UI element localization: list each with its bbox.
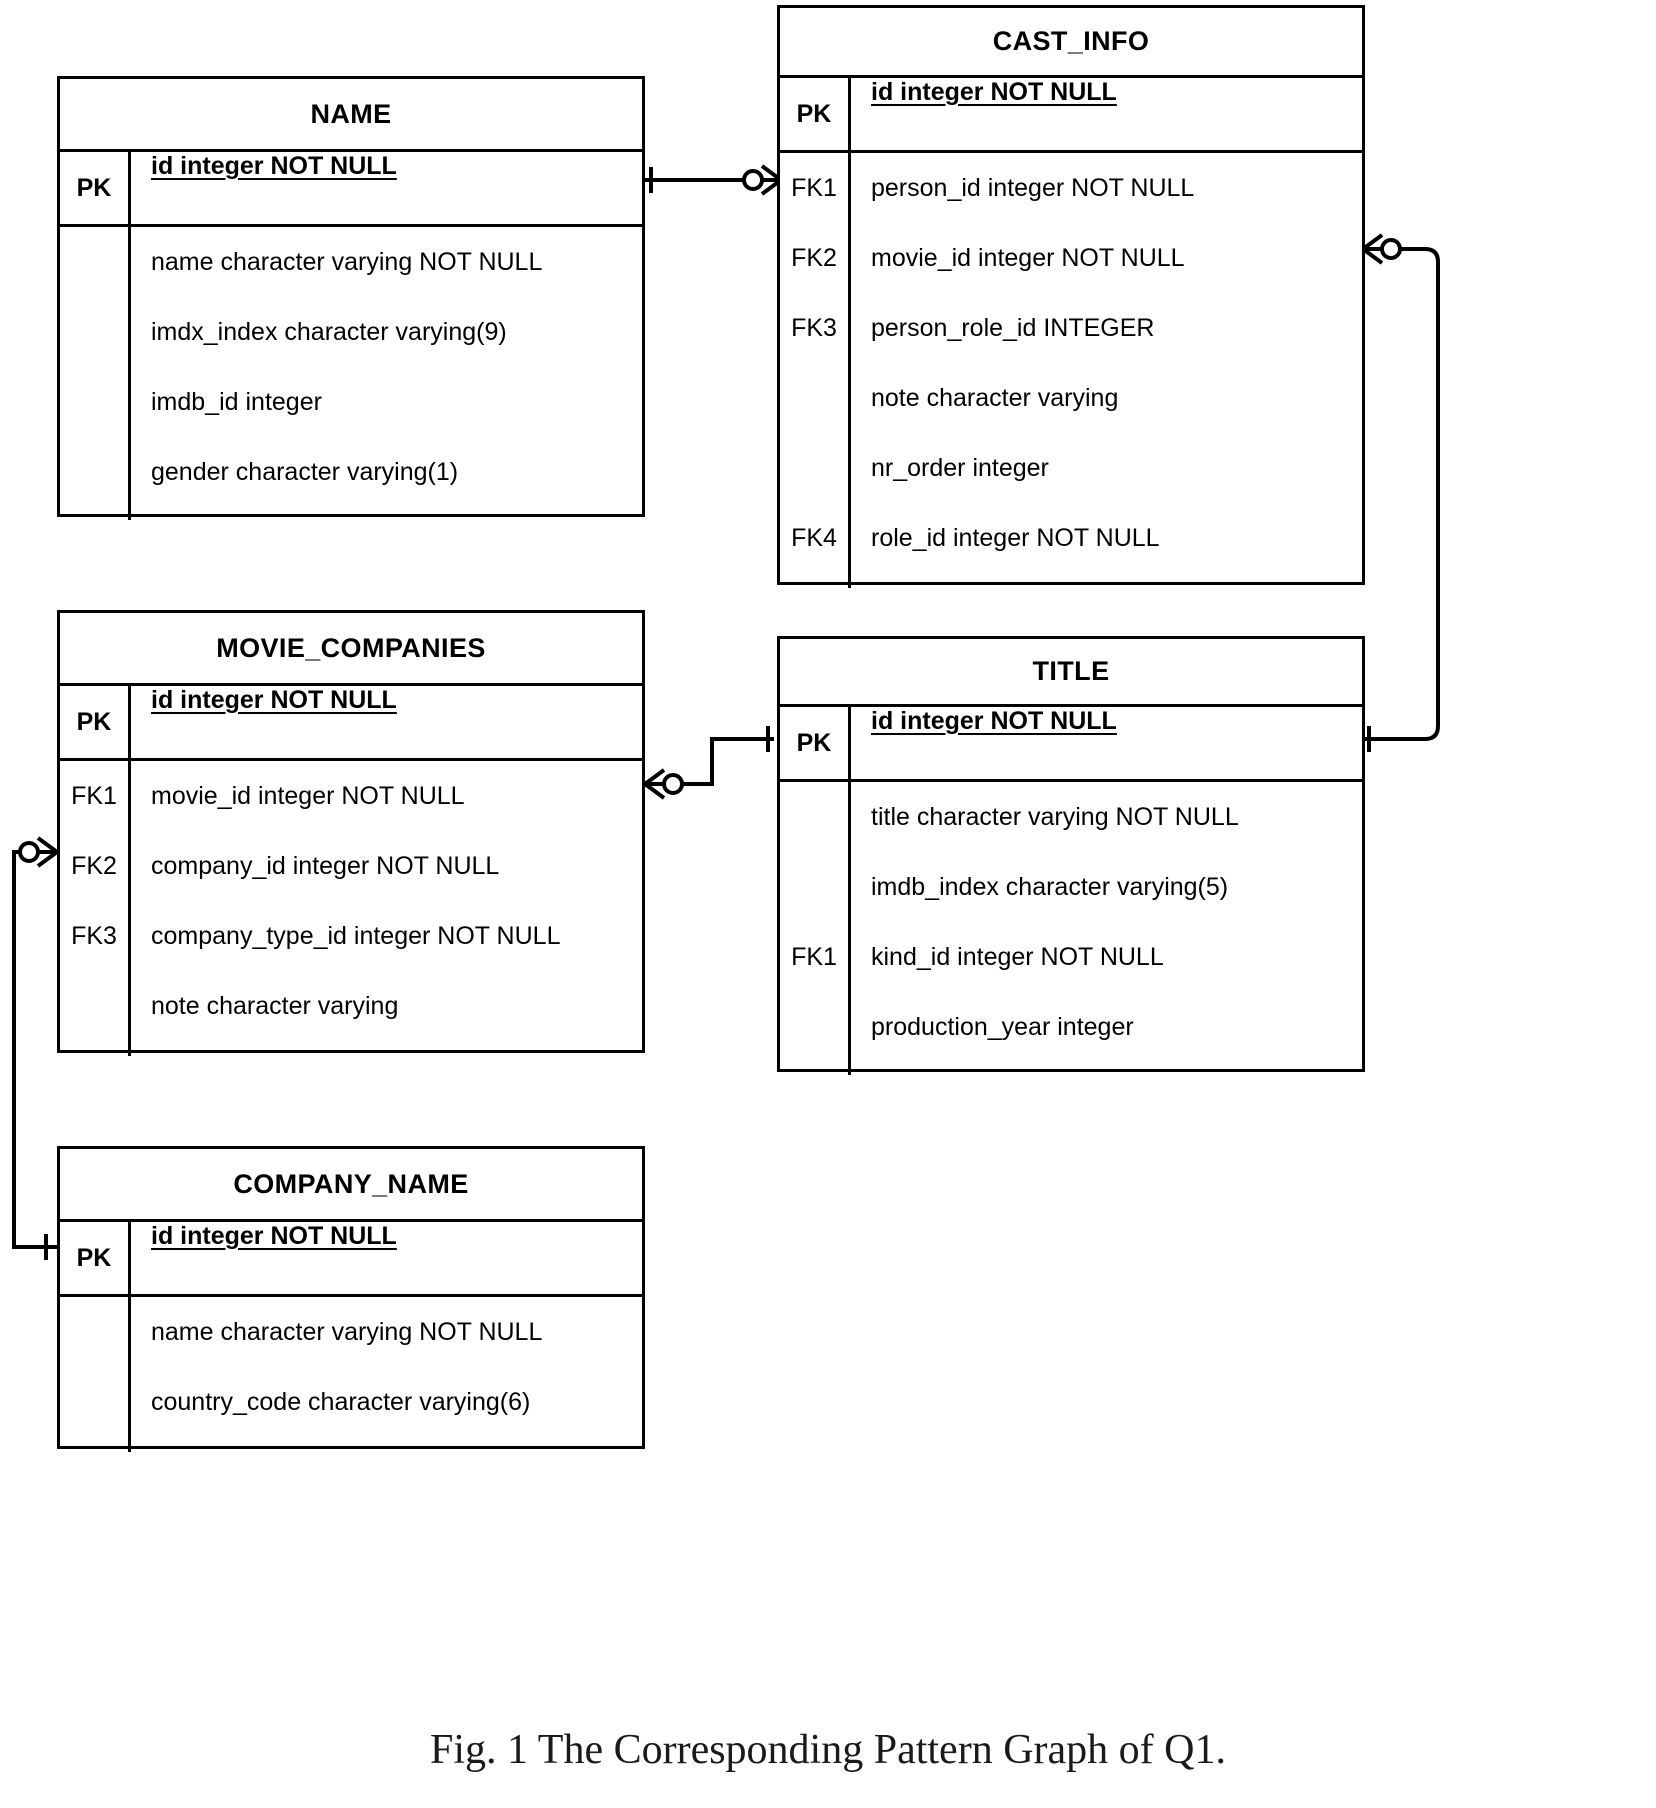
entity-cast-info-attributes: FK1 FK2 FK3 FK4 person_id integer NOT NU… xyxy=(780,150,1362,588)
attribute-row: name character varying NOT NULL xyxy=(151,1317,543,1346)
pk-attribute: id integer NOT NULL xyxy=(151,686,397,714)
attribute-column: name character varying NOT NULL imdx_ind… xyxy=(128,227,642,520)
pk-label: PK xyxy=(76,1243,112,1272)
attribute-row: person_role_id INTEGER xyxy=(871,313,1155,342)
attribute-row: imdb_index character varying(5) xyxy=(871,872,1229,901)
attribute-row: person_id integer NOT NULL xyxy=(871,173,1195,202)
attribute-row: company_id integer NOT NULL xyxy=(151,851,500,880)
key-cell: FK3 xyxy=(71,921,117,950)
key-column: FK1 xyxy=(780,782,848,1075)
connector-company-name-movie-companies xyxy=(12,836,59,1260)
key-cell xyxy=(60,367,128,437)
attribute-row: movie_id integer NOT NULL xyxy=(151,781,465,810)
entity-cast-info[interactable]: CAST_INFO PK id integer NOT NULL FK1 FK2… xyxy=(777,5,1365,588)
entity-company-name-pk-row: PK id integer NOT NULL xyxy=(60,1219,642,1294)
key-column: FK1 FK2 FK3 FK4 xyxy=(780,153,848,588)
figure-caption: Fig. 1 The Corresponding Pattern Graph o… xyxy=(430,1727,1226,1773)
key-cell: FK2 xyxy=(71,851,117,880)
entity-movie-companies-pk-row: PK id integer NOT NULL xyxy=(60,683,642,758)
entity-movie-companies-title: MOVIE_COMPANIES xyxy=(216,632,486,663)
pk-label: PK xyxy=(76,707,112,736)
connector-name-cast-info xyxy=(645,164,783,196)
key-cell: FK1 xyxy=(791,942,837,971)
connector-title-cast-info xyxy=(1361,233,1440,752)
entity-title-attributes: FK1 title character varying NOT NULL imd… xyxy=(780,779,1362,1075)
key-cell xyxy=(60,437,128,507)
attribute-row: title character varying NOT NULL xyxy=(871,802,1239,831)
entity-title-title: TITLE xyxy=(1032,656,1110,686)
attribute-row: imdx_index character varying(9) xyxy=(151,317,507,346)
attribute-column: movie_id integer NOT NULL company_id int… xyxy=(128,761,642,1056)
entity-title[interactable]: TITLE PK id integer NOT NULL FK1 title c… xyxy=(777,636,1365,1075)
pk-label: PK xyxy=(76,173,112,202)
entity-name-pk-row: PK id integer NOT NULL xyxy=(60,149,642,224)
column-divider xyxy=(848,707,851,779)
key-cell xyxy=(60,1297,128,1367)
attribute-column: person_id integer NOT NULL movie_id inte… xyxy=(848,153,1362,588)
key-cell xyxy=(780,992,848,1062)
entity-name[interactable]: NAME PK id integer NOT NULL name charact… xyxy=(57,76,645,520)
key-cell: FK4 xyxy=(791,523,837,552)
attribute-row: gender character varying(1) xyxy=(151,457,459,486)
key-column xyxy=(60,227,128,520)
column-divider xyxy=(128,686,131,758)
attribute-row: company_type_id integer NOT NULL xyxy=(151,921,561,950)
key-cell: FK1 xyxy=(71,781,117,810)
attribute-row: kind_id integer NOT NULL xyxy=(871,942,1164,971)
attribute-row: note character varying xyxy=(151,991,399,1020)
attribute-row: name character varying NOT NULL xyxy=(151,247,543,276)
attribute-row: production_year integer xyxy=(871,1012,1134,1041)
key-cell xyxy=(780,852,848,922)
column-divider xyxy=(128,1222,131,1294)
pk-attribute: id integer NOT NULL xyxy=(151,152,397,180)
key-column xyxy=(60,1297,128,1452)
attribute-column: title character varying NOT NULL imdb_in… xyxy=(848,782,1362,1075)
key-cell xyxy=(780,363,848,433)
pk-label: PK xyxy=(796,99,832,128)
key-cell xyxy=(60,1367,128,1437)
attribute-row: imdb_id integer xyxy=(151,387,322,416)
entity-name-attributes: name character varying NOT NULL imdx_ind… xyxy=(60,224,642,520)
entity-cast-info-pk-row: PK id integer NOT NULL xyxy=(780,75,1362,150)
entity-name-title: NAME xyxy=(310,98,392,129)
connector-title-movie-companies xyxy=(643,726,774,800)
key-cell xyxy=(60,227,128,297)
entity-company-name-attributes: name character varying NOT NULL country_… xyxy=(60,1294,642,1452)
column-divider xyxy=(128,152,131,224)
key-cell: FK1 xyxy=(791,173,837,202)
pk-label: PK xyxy=(796,728,832,757)
entity-company-name[interactable]: COMPANY_NAME PK id integer NOT NULL name… xyxy=(57,1146,645,1452)
attribute-column: name character varying NOT NULL country_… xyxy=(128,1297,642,1452)
pk-attribute: id integer NOT NULL xyxy=(871,707,1117,735)
attribute-row: note character varying xyxy=(871,383,1119,412)
attribute-row: role_id integer NOT NULL xyxy=(871,523,1160,552)
attribute-row: country_code character varying(6) xyxy=(151,1387,531,1416)
pk-attribute: id integer NOT NULL xyxy=(151,1222,397,1250)
key-cell xyxy=(60,297,128,367)
attribute-row: nr_order integer xyxy=(871,453,1049,482)
entity-movie-companies-attributes: FK1 FK2 FK3 movie_id integer NOT NULL co… xyxy=(60,758,642,1056)
key-cell xyxy=(60,971,128,1041)
pk-attribute: id integer NOT NULL xyxy=(871,78,1117,106)
key-cell xyxy=(780,433,848,503)
entity-title-pk-row: PK id integer NOT NULL xyxy=(780,704,1362,779)
entity-movie-companies[interactable]: MOVIE_COMPANIES PK id integer NOT NULL F… xyxy=(57,610,645,1056)
key-cell xyxy=(780,782,848,852)
entity-company-name-title: COMPANY_NAME xyxy=(233,1168,469,1199)
key-column: FK1 FK2 FK3 xyxy=(60,761,128,1056)
column-divider xyxy=(848,78,851,150)
key-cell: FK3 xyxy=(791,313,837,342)
attribute-row: movie_id integer NOT NULL xyxy=(871,243,1185,272)
key-cell: FK2 xyxy=(791,243,837,272)
entity-cast-info-title: CAST_INFO xyxy=(992,26,1150,56)
